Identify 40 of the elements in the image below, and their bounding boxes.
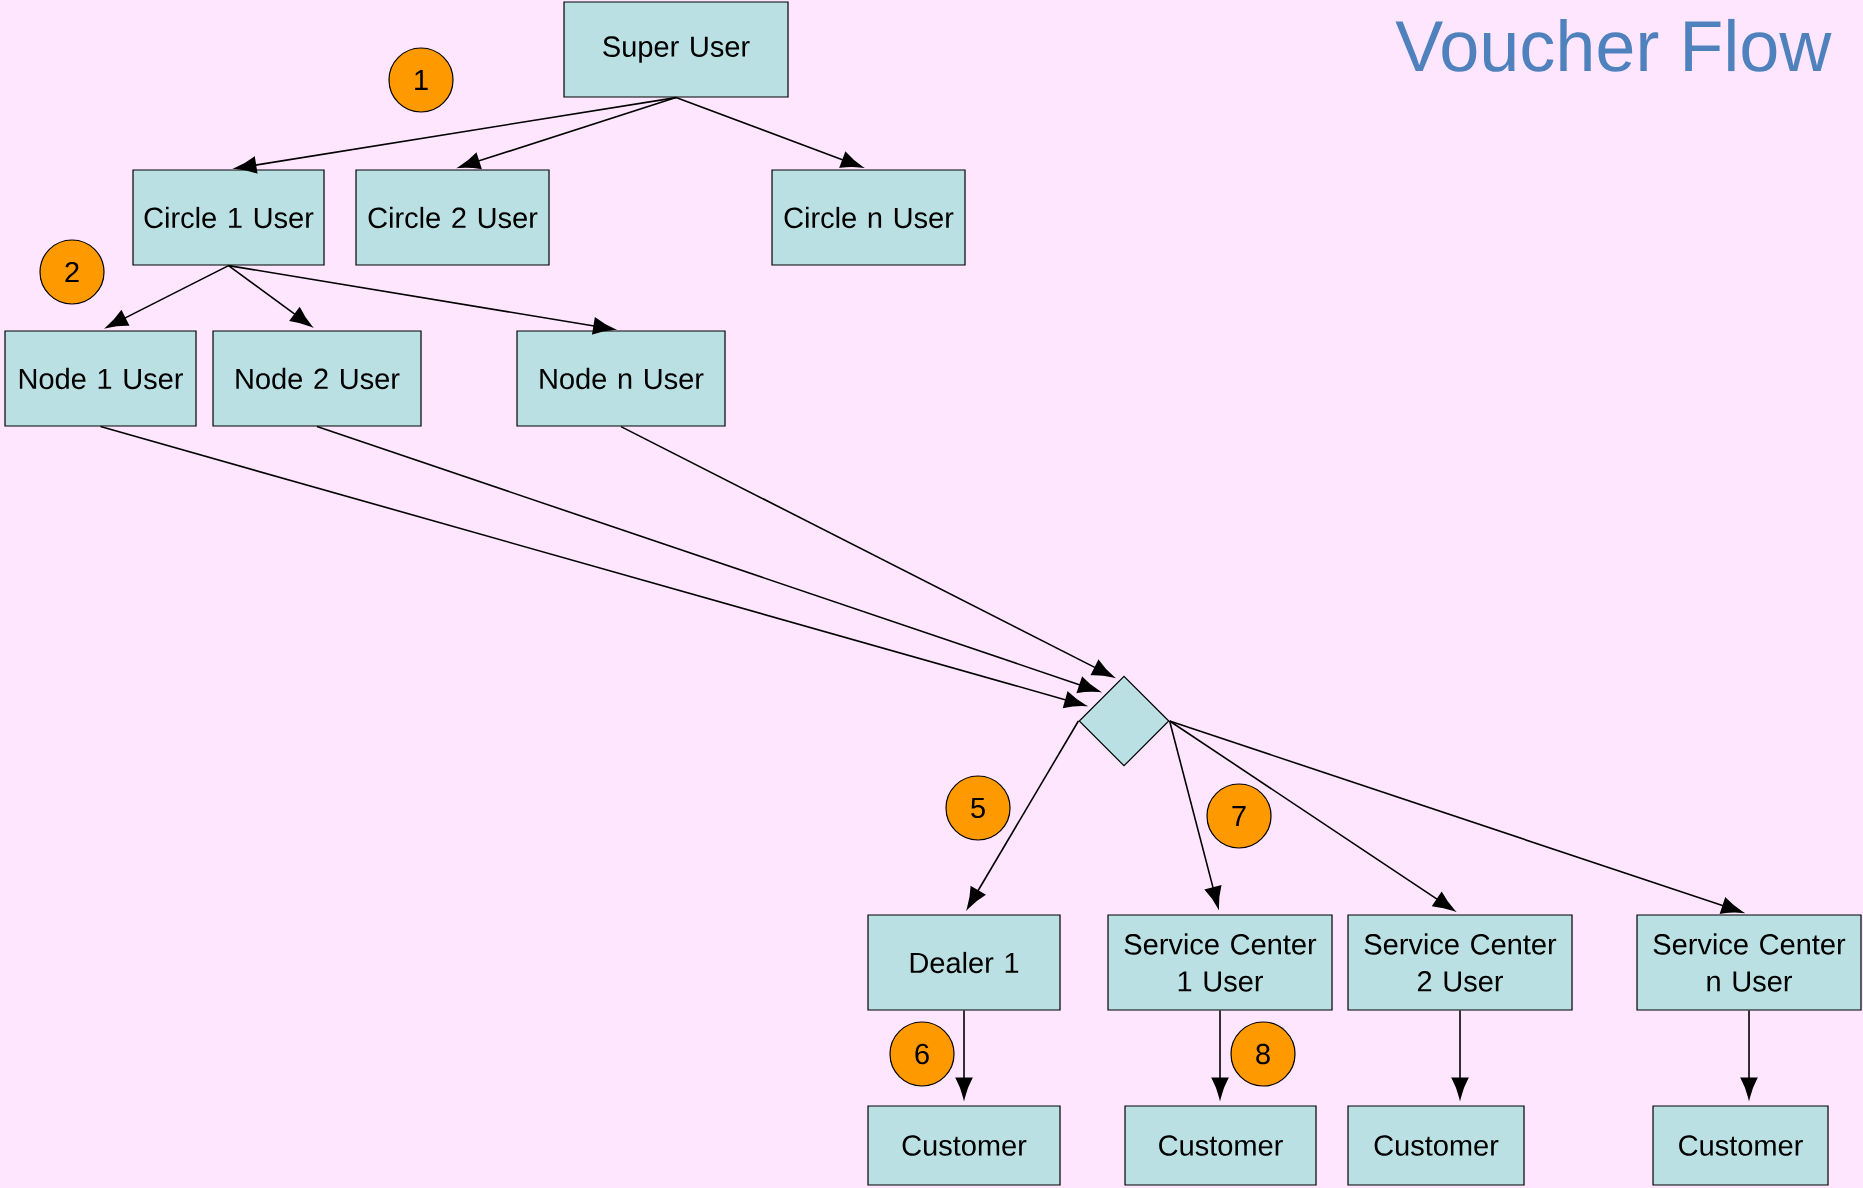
process-box: Circle 2 User (355, 169, 550, 266)
arrow (227, 264, 615, 335)
process-box: Super User (563, 1, 789, 98)
decision-diamond (1078, 675, 1170, 767)
process-box: Node n User (516, 330, 726, 427)
process-box: Node 1 User (4, 330, 197, 427)
process-box: Circle 1 User (132, 169, 325, 266)
arrow (458, 96, 677, 170)
callout-number: 1 (388, 47, 454, 113)
arrow (1740, 1009, 1758, 1099)
arrow (106, 264, 230, 328)
arrow (1211, 1009, 1229, 1099)
arrow (1168, 720, 1743, 914)
process-box: Service Center n User (1636, 914, 1862, 1011)
arrow (620, 425, 1114, 678)
arrow (316, 425, 1100, 693)
arrow (1168, 720, 1455, 912)
arrow (1168, 720, 1222, 909)
title: Voucher Flow (1395, 18, 1832, 72)
callout-number: 6 (889, 1021, 955, 1087)
callout-number: 7 (1206, 783, 1272, 849)
process-box: Customer (867, 1105, 1061, 1186)
arrow (1451, 1009, 1469, 1099)
arrow (955, 1009, 973, 1099)
process-box: Circle n User (771, 169, 966, 266)
process-box: Node 2 User (212, 330, 422, 427)
callout-number: 5 (945, 775, 1011, 841)
callout-number: 8 (1230, 1021, 1296, 1087)
arrow (966, 720, 1080, 909)
callout-number: 2 (39, 239, 105, 305)
arrow (99, 425, 1086, 709)
process-box: Customer (1124, 1105, 1317, 1186)
process-box: Customer (1347, 1105, 1525, 1186)
arrow (227, 264, 312, 327)
arrow (675, 96, 863, 168)
arrow (234, 96, 677, 174)
process-box: Customer (1652, 1105, 1829, 1186)
process-box: Service Center 2 User (1347, 914, 1573, 1011)
process-box: Service Center 1 User (1107, 914, 1333, 1011)
process-box: Dealer 1 (867, 914, 1061, 1011)
